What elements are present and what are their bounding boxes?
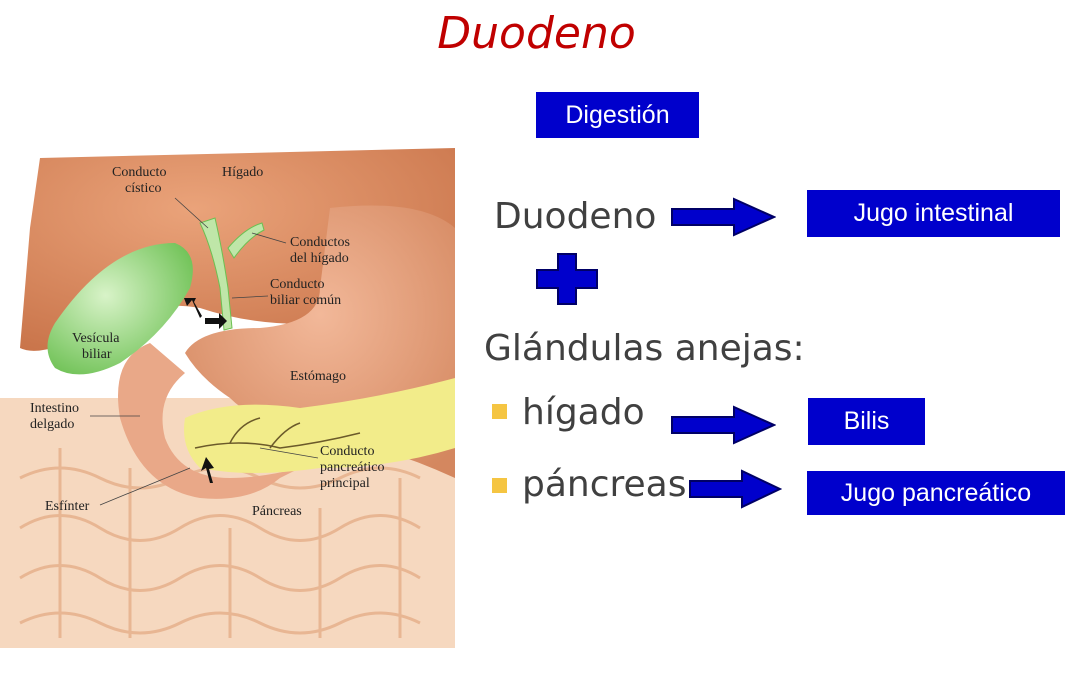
label-higado: Hígado [222, 165, 263, 180]
term-glandulas-anejas: Glándulas anejas: [484, 328, 805, 369]
arrow-duodeno [671, 197, 776, 237]
jugo-intestinal-label: Jugo intestinal [853, 199, 1014, 227]
label-vesicula-2: biliar [82, 347, 112, 362]
intestine-loops [19, 448, 421, 638]
anatomy-illustration: Conducto cístico Hígado Conductos del hí… [0, 148, 455, 648]
gallbladder [47, 243, 193, 375]
label-esfinter: Esfínter [45, 499, 90, 514]
arrow-higado [671, 405, 776, 445]
leader-lines [90, 197, 319, 506]
term-higado: hígado [522, 392, 645, 433]
sphincter-arrow [201, 457, 214, 483]
label-conductos-higado-1: Conductos [290, 235, 350, 250]
bullet-higado [492, 404, 507, 419]
label-intestino-1: Intestino [30, 401, 79, 416]
label-conducto-biliar-1: Conducto [270, 277, 324, 292]
label-intestino-2: delgado [30, 417, 74, 432]
label-estomago: Estómago [290, 369, 346, 384]
term-pancreas: páncreas [522, 464, 687, 505]
digestion-label: Digestión [565, 100, 670, 129]
label-pancreas: Páncreas [252, 504, 302, 519]
jugo-pancreatico-label: Jugo pancreático [840, 478, 1032, 507]
output-bilis: Bilis [808, 398, 925, 445]
pancreatic-ducts [194, 417, 361, 449]
label-vesicula-1: Vesícula [72, 331, 120, 346]
plus-sign [536, 253, 598, 305]
label-pancreatico-1: Conducto [320, 444, 374, 459]
duodenum [118, 343, 300, 499]
label-conducto-cistico-2: cístico [125, 181, 162, 196]
bile-ducts [199, 217, 265, 331]
bile-arrow-1 [184, 298, 202, 318]
bilis-label: Bilis [843, 407, 890, 435]
page-title: Duodeno [437, 8, 636, 59]
label-conductos-higado-2: del hígado [290, 251, 349, 266]
bile-arrow-2 [205, 313, 227, 329]
pancreas-organ [184, 378, 455, 473]
label-pancreatico-2: pancreático [320, 460, 385, 475]
output-jugo-pancreatico: Jugo pancreático [807, 471, 1065, 515]
label-conducto-biliar-2: biliar común [270, 293, 341, 308]
digestion-box: Digestión [536, 92, 699, 138]
bullet-pancreas [492, 478, 507, 493]
term-duodeno: Duodeno [494, 196, 657, 237]
label-pancreatico-3: principal [320, 476, 370, 491]
output-jugo-intestinal: Jugo intestinal [807, 190, 1060, 237]
label-conducto-cistico-1: Conducto [112, 165, 166, 180]
arrow-pancreas [689, 469, 782, 509]
